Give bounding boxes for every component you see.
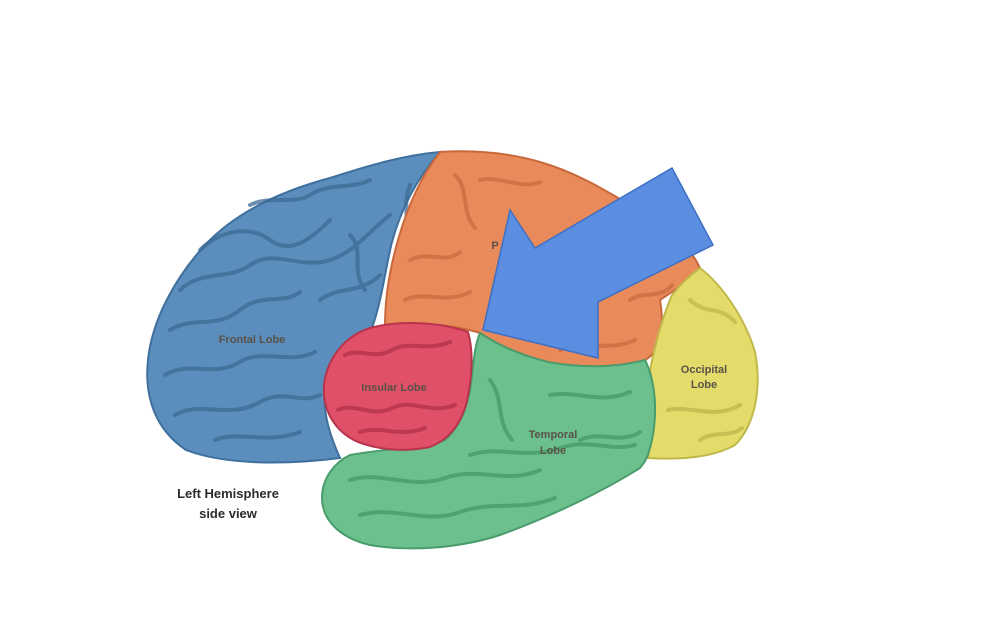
pointer-arrow bbox=[482, 166, 715, 359]
insular-lobe-label: Insular Lobe bbox=[361, 382, 426, 394]
insular-lobe: Insular Lobe bbox=[322, 322, 473, 451]
caption-line1: Left Hemisphere bbox=[177, 486, 279, 501]
occipital-lobe-label-line2: Lobe bbox=[691, 379, 717, 391]
frontal-lobe: Frontal Lobe bbox=[146, 150, 443, 464]
temporal-lobe-label-line1: Temporal bbox=[529, 429, 578, 441]
occipital-lobe: Occipital Lobe bbox=[646, 266, 759, 460]
temporal-lobe-label-line2: Lobe bbox=[540, 445, 566, 457]
parietal-lobe-label: P bbox=[491, 240, 498, 252]
occipital-lobe-label-line1: Occipital bbox=[681, 364, 727, 376]
caption-line2: side view bbox=[199, 506, 258, 521]
temporal-lobe: Temporal Lobe bbox=[320, 331, 657, 550]
temporal-lobe-shape bbox=[320, 331, 657, 550]
frontal-lobe-label: Frontal Lobe bbox=[219, 334, 286, 346]
